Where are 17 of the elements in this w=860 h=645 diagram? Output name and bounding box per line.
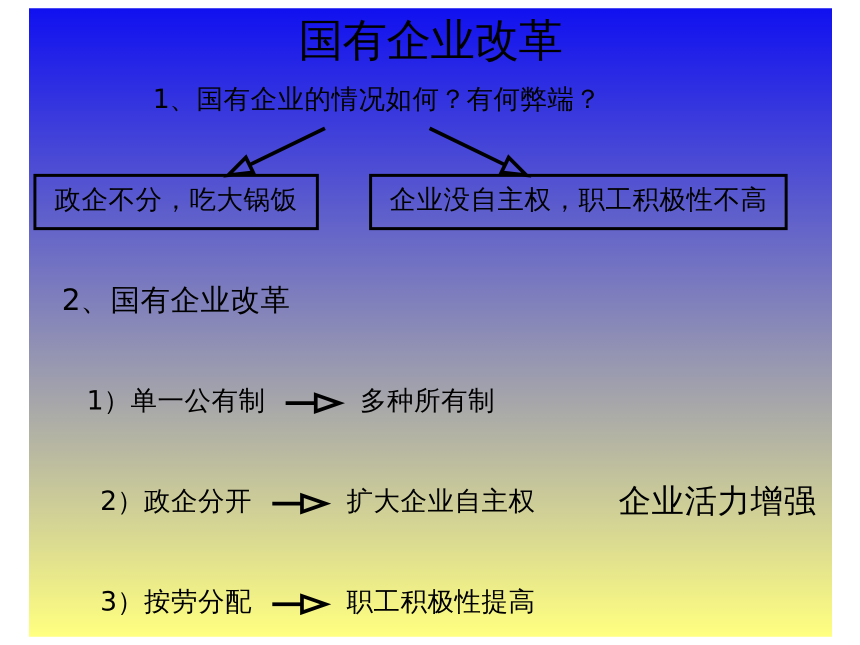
node-text: 扩大企业自主权: [346, 486, 535, 518]
node-text: 多种所有制: [360, 386, 495, 417]
node-text: 1）单一公有制: [86, 386, 266, 417]
arrow: [428, 126, 531, 178]
diagram-title: 国有企业改革: [298, 16, 562, 67]
label: 企业活力增强: [618, 482, 816, 520]
label: 2、国有企业改革: [61, 282, 290, 317]
node-box: 企业没自主权，职工积极性不高: [368, 174, 788, 230]
node-text: 3）按劳分配: [100, 586, 252, 618]
arrow: [272, 593, 331, 616]
node-text: 1、国有企业的情况如何？有何弊端？: [152, 84, 602, 115]
arrow: [222, 126, 326, 178]
arrow: [272, 492, 331, 515]
node-box: 政企不分，吃大锅饭: [32, 174, 318, 230]
arrow: [285, 392, 344, 414]
node-text: 职工积极性提高: [346, 586, 535, 618]
node-text: 2）政企分开: [100, 486, 252, 518]
